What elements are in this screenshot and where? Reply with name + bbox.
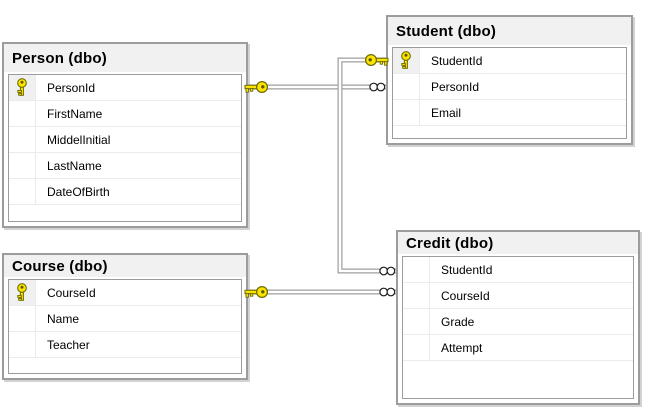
- table-credit-body: StudentId CourseId Grade Attempt: [402, 256, 634, 399]
- table-row[interactable]: CourseId: [9, 280, 241, 306]
- infinity-icon: [379, 287, 396, 297]
- column-name: StudentId: [431, 53, 483, 68]
- column-name: DateOfBirth: [47, 184, 110, 199]
- infinity-icon: [369, 82, 386, 92]
- column-name: Teacher: [47, 337, 90, 352]
- table-row[interactable]: DateOfBirth: [9, 179, 241, 205]
- key-icon: [244, 80, 268, 94]
- table-row[interactable]: Name: [9, 306, 241, 332]
- column-name: PersonId: [47, 80, 96, 95]
- table-course-body: CourseId Name Teacher: [8, 279, 242, 374]
- column-name: CourseId: [47, 285, 96, 300]
- table-empty-area: [393, 126, 626, 138]
- table-person-title[interactable]: Person (dbo): [4, 44, 246, 72]
- table-row[interactable]: PersonId: [393, 74, 626, 100]
- icon-cell: [403, 335, 430, 360]
- icon-cell: [393, 100, 420, 125]
- key-icon: [17, 78, 27, 96]
- icon-cell: [393, 74, 420, 99]
- key-icon: [17, 283, 27, 301]
- icon-cell: [9, 179, 36, 204]
- table-row[interactable]: StudentId: [393, 48, 626, 74]
- pk-cell: [9, 75, 36, 100]
- table-row[interactable]: Teacher: [9, 332, 241, 358]
- table-row[interactable]: Grade: [403, 309, 633, 335]
- pk-cell: [393, 48, 420, 73]
- table-course[interactable]: Course (dbo) CourseId Name: [2, 253, 248, 380]
- relationship-course-credit[interactable]: [244, 286, 396, 298]
- table-person[interactable]: Person (dbo) PersonId FirstName: [2, 42, 248, 228]
- table-row[interactable]: LastName: [9, 153, 241, 179]
- table-empty-area: [9, 358, 241, 373]
- table-row[interactable]: StudentId: [403, 257, 633, 283]
- icon-cell: [403, 257, 430, 282]
- table-person-body: PersonId FirstName MiddelInitial LastNam…: [8, 74, 242, 222]
- table-credit-title[interactable]: Credit (dbo): [398, 232, 638, 254]
- column-name: CourseId: [441, 288, 490, 303]
- table-student-body: StudentId PersonId Email: [392, 47, 627, 139]
- icon-cell: [403, 309, 430, 334]
- table-row[interactable]: FirstName: [9, 101, 241, 127]
- column-name: Grade: [441, 314, 475, 329]
- column-name: PersonId: [431, 79, 480, 94]
- key-icon: [365, 53, 389, 67]
- icon-cell: [9, 101, 36, 126]
- table-row[interactable]: MiddelInitial: [9, 127, 241, 153]
- key-icon: [244, 286, 268, 298]
- table-empty-area: [403, 361, 633, 398]
- table-student-title[interactable]: Student (dbo): [388, 17, 631, 45]
- table-empty-area: [9, 205, 241, 221]
- column-name: FirstName: [47, 106, 103, 121]
- column-name: LastName: [47, 158, 102, 173]
- key-icon: [401, 51, 411, 69]
- icon-cell: [9, 306, 36, 331]
- column-name: Attempt: [441, 340, 483, 355]
- table-row[interactable]: PersonId: [9, 75, 241, 101]
- icon-cell: [9, 127, 36, 152]
- column-name: StudentId: [441, 262, 493, 277]
- icon-cell: [403, 283, 430, 308]
- table-credit[interactable]: Credit (dbo) StudentId CourseId Grade At…: [396, 230, 640, 405]
- table-row[interactable]: Attempt: [403, 335, 633, 361]
- icon-cell: [9, 153, 36, 178]
- table-row[interactable]: Email: [393, 100, 626, 126]
- infinity-icon: [379, 266, 396, 276]
- column-name: Email: [431, 105, 462, 120]
- table-course-title[interactable]: Course (dbo): [4, 255, 246, 277]
- pk-cell: [9, 280, 36, 305]
- column-name: MiddelInitial: [47, 132, 111, 147]
- icon-cell: [9, 332, 36, 357]
- relationship-person-student[interactable]: [244, 80, 386, 94]
- table-row[interactable]: CourseId: [403, 283, 633, 309]
- table-student[interactable]: Student (dbo) StudentId PersonId: [386, 15, 633, 145]
- column-name: Name: [47, 311, 80, 326]
